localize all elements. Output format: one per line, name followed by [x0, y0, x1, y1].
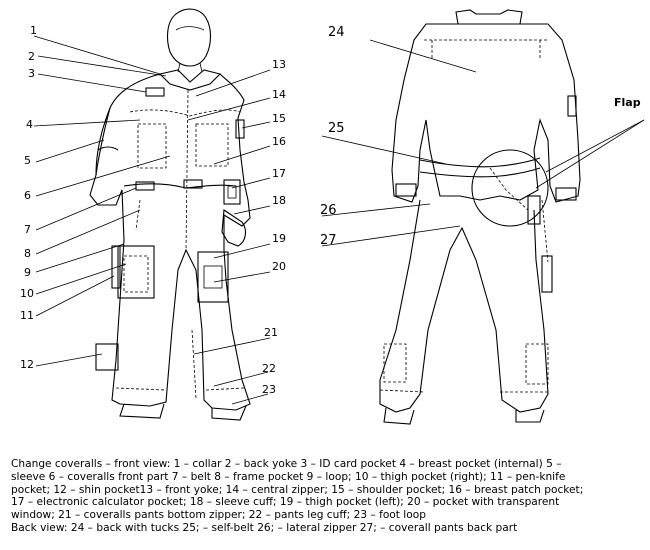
caption-front-line-5: window; 21 – coveralls pants bottom zipp…	[11, 509, 426, 522]
callout-8: 8	[24, 247, 31, 260]
caption-front-line-4: 17 – electronic calculator pocket; 18 – …	[11, 496, 560, 509]
callout-7: 7	[24, 223, 31, 236]
callout-2: 2	[28, 50, 35, 63]
callout-3: 3	[28, 67, 35, 80]
callout-6: 6	[24, 189, 31, 202]
front-labels: 1 2 3 4 5 6 7 8 9 10 11 12 13 14 15 16 1…	[20, 24, 286, 396]
callout-16: 16	[272, 135, 286, 148]
back-callout-lines	[321, 39, 645, 247]
caption-front-line-2: sleeve 6 – coveralls front part 7 – belt…	[11, 470, 566, 483]
callout-1: 1	[30, 24, 37, 37]
front-view-drawing	[89, 8, 251, 421]
front-callout-lines	[33, 35, 271, 405]
callout-26: 26	[320, 203, 337, 218]
callout-22: 22	[262, 362, 276, 375]
callout-23: 23	[262, 383, 276, 396]
callout-24: 24	[328, 25, 345, 40]
callout-20: 20	[272, 260, 286, 273]
caption-front-line-1: Change coveralls – front view: 1 – colla…	[11, 458, 562, 470]
callout-18: 18	[272, 194, 286, 207]
back-labels: 24 25 26 27 Flap	[320, 25, 641, 248]
flap-label: Flap	[614, 96, 641, 109]
callout-15: 15	[272, 112, 286, 125]
callout-21: 21	[264, 326, 278, 339]
caption-front-line-3: pocket; 12 – shin pocket13 – front yoke;…	[11, 483, 584, 496]
callout-13: 13	[272, 58, 286, 71]
callout-25: 25	[328, 121, 345, 136]
callout-9: 9	[24, 266, 31, 279]
callout-27: 27	[320, 233, 337, 248]
callout-10: 10	[20, 287, 34, 300]
callout-14: 14	[272, 88, 286, 101]
caption-back-line: Back view: 24 – back with tucks 25; – se…	[11, 521, 518, 534]
callout-4: 4	[26, 118, 33, 131]
callout-12: 12	[20, 358, 34, 371]
figure-caption: Change coveralls – front view: 1 – colla…	[11, 458, 643, 535]
coveralls-diagram: 1 2 3 4 5 6 7 8 9 10 11 12 13 14 15 16 1…	[20, 8, 645, 425]
callout-5: 5	[24, 154, 31, 167]
callout-17: 17	[272, 167, 286, 180]
callout-19: 19	[272, 232, 286, 245]
back-view-drawing	[379, 9, 581, 425]
callout-11: 11	[20, 309, 34, 322]
